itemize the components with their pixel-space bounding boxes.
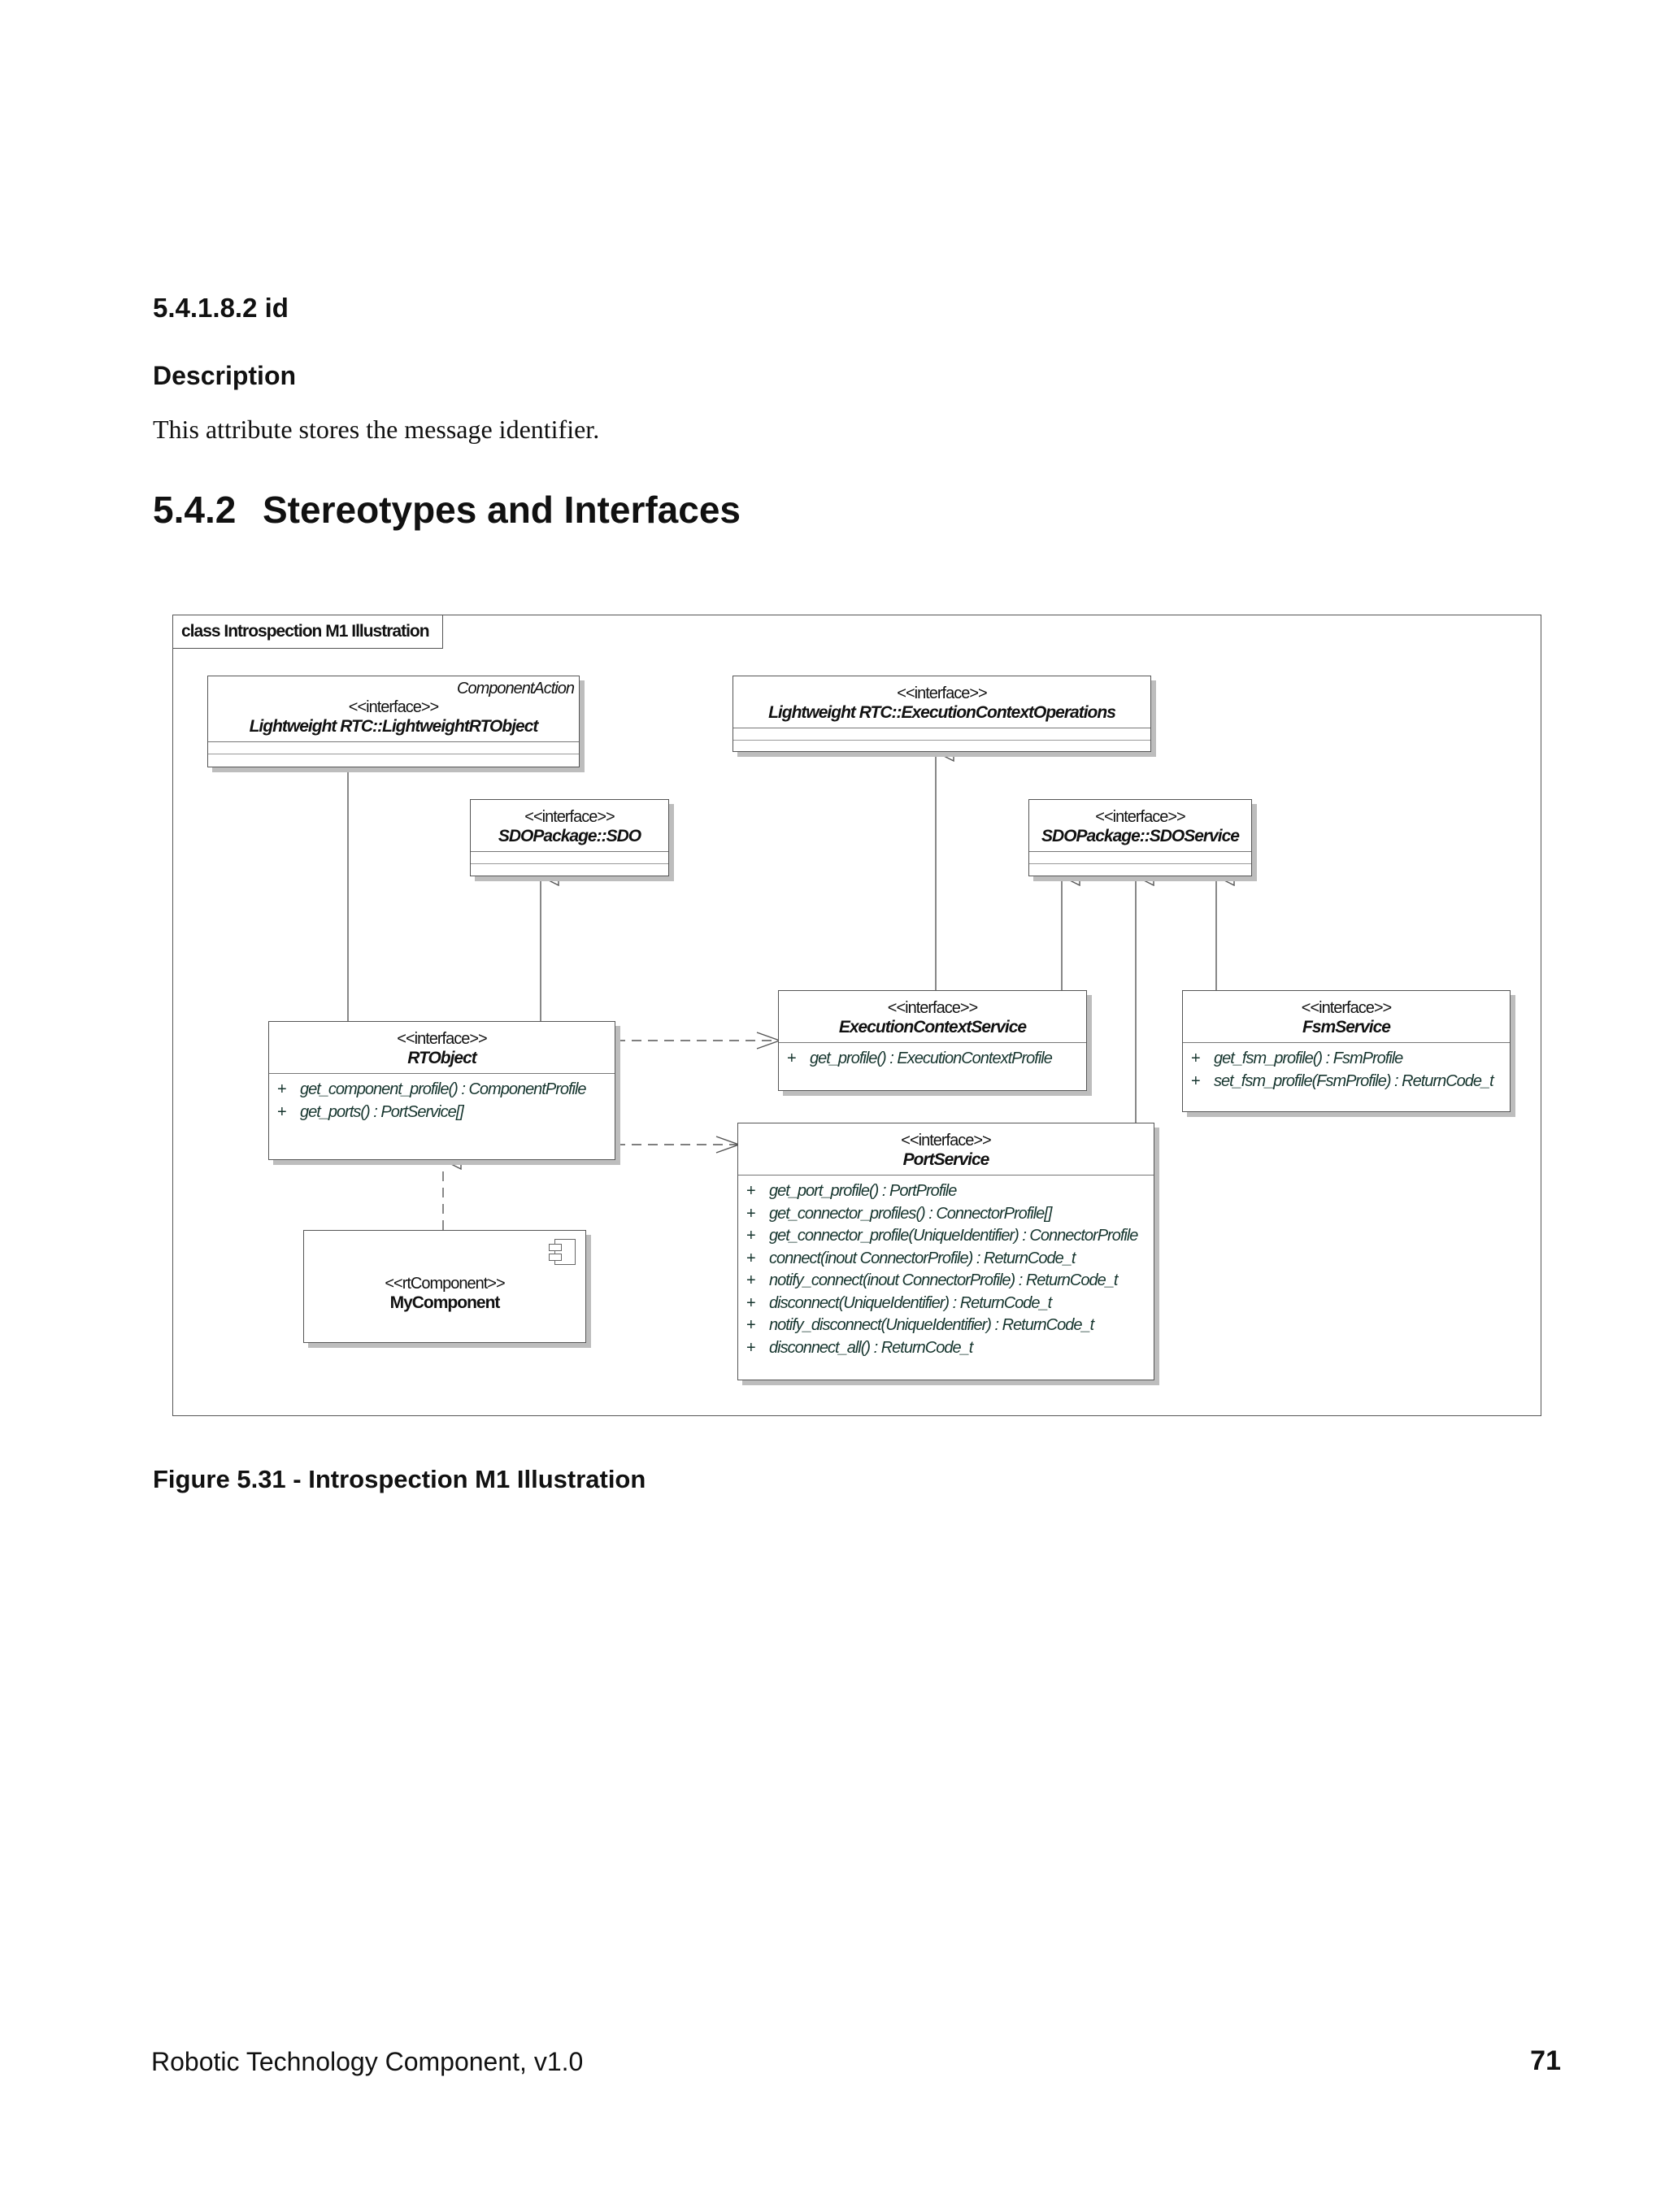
class-name: SDOPackage::SDOService [1041, 827, 1240, 845]
operation: +get_component_profile() : ComponentProf… [277, 1080, 587, 1098]
class-sdo: <<interface>> SDOPackage::SDO [470, 799, 669, 876]
class-lightweight-rtobject: ComponentAction <<interface>> Lightweigh… [207, 676, 580, 767]
footer-page-number: 71 [1530, 2045, 1561, 2076]
section-number: 5.4.2 [153, 489, 237, 531]
operation: +disconnect_all() : ReturnCode_t [746, 1338, 973, 1357]
class-stereotype: <<interface>> [524, 808, 615, 826]
operation: +notify_disconnect(UniqueIdentifier) : R… [746, 1316, 1094, 1334]
operation: +notify_connect(inout ConnectorProfile) … [746, 1271, 1118, 1289]
class-name: RTObject [407, 1049, 477, 1067]
class-attributes-compartment [733, 728, 1150, 741]
class-port-service: <<interface>> PortService +get_port_prof… [737, 1123, 1154, 1380]
class-fsm-service: <<interface>> FsmService +get_fsm_profil… [1182, 990, 1511, 1112]
class-operations: +get_component_profile() : ComponentProf… [269, 1074, 615, 1128]
class-operations: +get_fsm_profile() : FsmProfile +set_fsm… [1183, 1043, 1510, 1097]
subsection-heading: 5.4.1.8.2 id [153, 293, 289, 323]
class-name: FsmService [1302, 1018, 1391, 1036]
class-name: PortService [902, 1150, 990, 1169]
class-name: Lightweight RTC::LightweightRTObject [249, 717, 539, 736]
component-stereotype: <<rtComponent>> [385, 1275, 505, 1293]
class-stereotype: <<interface>> [887, 999, 978, 1017]
uml-diagram-frame: class Introspection M1 Illustration [172, 615, 1541, 1416]
class-stereotype: <<interface>> [901, 1132, 991, 1149]
class-execution-context-service: <<interface>> ExecutionContextService +g… [778, 990, 1087, 1091]
operation: +connect(inout ConnectorProfile) : Retur… [746, 1249, 1076, 1267]
footer-document-title: Robotic Technology Component, v1.0 [151, 2047, 584, 2076]
operation: +get_connector_profiles() : ConnectorPro… [746, 1204, 1052, 1223]
class-stereotype: <<interface>> [897, 684, 987, 702]
operation: +get_fsm_profile() : FsmProfile [1191, 1050, 1403, 1067]
operation: +get_ports() : PortService[] [277, 1102, 464, 1121]
class-stereotype: <<interface>> [397, 1030, 487, 1048]
class-rtobject: <<interface>> RTObject +get_component_pr… [268, 1021, 615, 1160]
component-icon [549, 1239, 576, 1265]
class-attributes-compartment [208, 742, 579, 754]
component-name: MyComponent [389, 1293, 501, 1312]
class-sdo-service: <<interface>> SDOPackage::SDOService [1028, 799, 1252, 876]
class-name: Lightweight RTC::ExecutionContextOperati… [768, 703, 1116, 722]
diagram-frame-label: class Introspection M1 Illustration [173, 615, 443, 649]
component-mycomponent: <<rtComponent>> MyComponent [303, 1230, 586, 1343]
body-paragraph: This attribute stores the message identi… [153, 415, 600, 444]
class-name: SDOPackage::SDO [498, 827, 641, 845]
operation: +get_port_profile() : PortProfile [746, 1182, 957, 1200]
class-operations: +get_profile() : ExecutionContextProfile [779, 1043, 1086, 1076]
description-heading: Description [153, 361, 297, 390]
operation: +get_profile() : ExecutionContextProfile [787, 1050, 1053, 1067]
operation: +get_connector_profile(UniqueIdentifier)… [746, 1227, 1138, 1245]
section-heading: 5.4.2 Stereotypes and Interfaces [153, 488, 741, 532]
section-title: Stereotypes and Interfaces [263, 489, 741, 531]
class-name: ExecutionContextService [838, 1018, 1027, 1036]
class-attributes-compartment [471, 852, 668, 864]
class-execution-context-operations: <<interface>> Lightweight RTC::Execution… [733, 676, 1151, 752]
operation: +disconnect(UniqueIdentifier) : ReturnCo… [746, 1293, 1052, 1312]
class-stereotype: <<interface>> [348, 698, 439, 716]
class-stereotype: <<interface>> [1095, 808, 1185, 826]
class-stereotype: <<interface>> [1301, 999, 1392, 1017]
figure-caption: Figure 5.31 - Introspection M1 Illustrat… [153, 1465, 646, 1493]
class-attributes-compartment [1029, 852, 1251, 864]
class-operations: +get_port_profile() : PortProfile +get_c… [738, 1176, 1154, 1364]
class-tag: ComponentAction [457, 680, 575, 697]
operation: +set_fsm_profile(FsmProfile) : ReturnCod… [1191, 1071, 1494, 1090]
